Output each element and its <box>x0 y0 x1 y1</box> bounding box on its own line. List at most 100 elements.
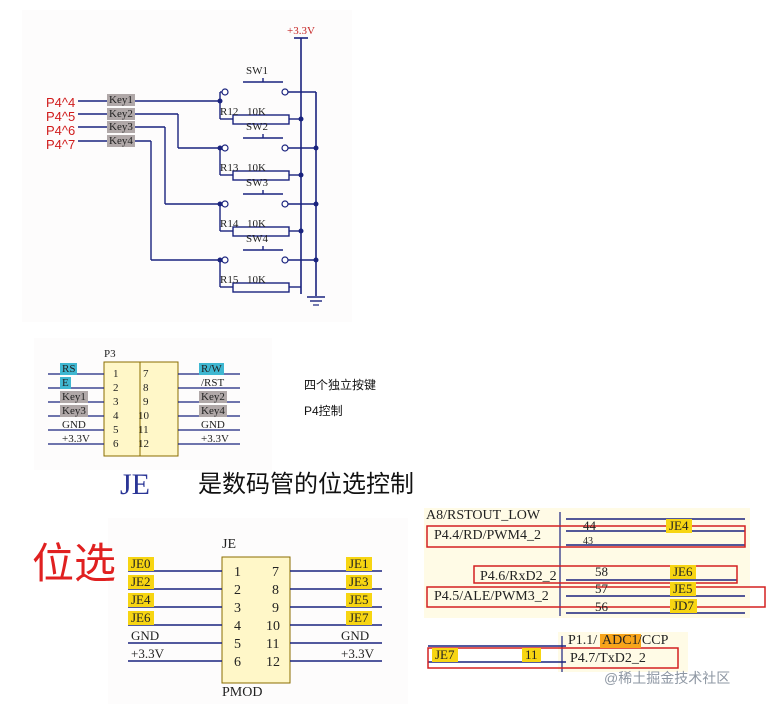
mcu-row1-pin: 44 <box>583 518 596 533</box>
p3-left-key3: Key3 <box>60 405 88 417</box>
r15-ref: R15 <box>220 274 239 286</box>
je-pin-8: 8 <box>272 583 279 598</box>
je-left-je4: JE4 <box>128 593 154 607</box>
p3-left-key1: Key1 <box>60 391 88 403</box>
mcu-row2-pin: 58 <box>595 564 608 579</box>
r14-value: 10K <box>247 218 266 230</box>
mcu-wires <box>428 518 745 663</box>
je-pin-2: 2 <box>234 583 241 598</box>
je-pin-11: 11 <box>266 637 280 652</box>
p3-pin-3: 3 <box>113 396 119 408</box>
p3-ref: P3 <box>104 348 116 360</box>
mcu-row1-signal: P4.4/RD/PWM4_2 <box>434 528 541 543</box>
p3-pin-1: 1 <box>113 368 119 380</box>
je-right-je3: JE3 <box>346 575 372 589</box>
sw2-label: SW2 <box>246 121 268 133</box>
je-pin-5: 5 <box>234 637 241 652</box>
je-right-vcc: +3.3V <box>341 646 374 661</box>
je-right-je5: JE5 <box>346 593 372 607</box>
je-left-je6: JE6 <box>128 611 154 625</box>
je-pin-4: 4 <box>234 619 241 634</box>
key3-net-label: Key3 <box>107 121 135 133</box>
junction-dots <box>217 98 319 263</box>
p3-right-vcc: +3.3V <box>201 433 229 445</box>
key1-net-label: Key1 <box>107 94 135 106</box>
mcu-row0-signal: A8/RSTOUT_LOW <box>426 508 541 523</box>
r13-value: 10K <box>247 162 266 174</box>
note-p4-control: P4控制 <box>304 404 343 418</box>
mcu-row5-signal-a: P1.1/ <box>568 633 598 648</box>
p3-pin-11: 11 <box>138 424 149 436</box>
p3-right-rw: R/W <box>199 363 224 375</box>
highlight-boxes <box>426 525 766 669</box>
mcu-row5-signal-c: /CCP <box>638 633 669 648</box>
je-caption-label: JE <box>120 468 150 501</box>
top-schematic-panel <box>22 10 352 322</box>
je-pin-10: 10 <box>266 619 280 634</box>
mcu-row4-pin: 56 <box>595 599 608 614</box>
watermark-text: @稀土掘金技术社区 <box>604 670 731 686</box>
vcc-label: +3.3V <box>287 25 315 37</box>
p3-pin-10: 10 <box>138 410 149 422</box>
p3-left-gnd: GND <box>62 419 86 431</box>
je-left-je2: JE2 <box>128 575 154 589</box>
je-right-je1: JE1 <box>346 557 372 571</box>
sw4-label: SW4 <box>246 233 268 245</box>
p3-pin-12: 12 <box>138 438 149 450</box>
je-caption-text: 是数码管的位选控制 <box>198 471 414 498</box>
p3-pin-4: 4 <box>113 410 119 422</box>
mcu-row2-net: JE6 <box>670 565 696 579</box>
key2-net-label: Key2 <box>107 108 135 120</box>
p3-pin-9: 9 <box>143 396 149 408</box>
je-left-gnd: GND <box>131 628 160 643</box>
p3-pin-7: 7 <box>143 368 149 380</box>
p3-body <box>103 361 143 457</box>
p3-left-vcc: +3.3V <box>62 433 90 445</box>
je-right-je7: JE7 <box>346 611 372 625</box>
mcu-row5-adc: ADC1 <box>600 633 641 648</box>
port-label-p46: P4^6 <box>46 123 76 138</box>
p3-right-rst: /RST <box>201 377 225 389</box>
je-pin-6: 6 <box>234 655 241 670</box>
r14-ref: R14 <box>220 218 239 230</box>
mcu-row3-signal: P4.5/ALE/PWM3_2 <box>434 589 549 604</box>
port-label-p44: P4^4 <box>46 95 76 110</box>
je-wires <box>128 570 382 662</box>
je-right-gnd: GND <box>341 628 370 643</box>
je-pin-3: 3 <box>234 601 241 616</box>
je-body <box>221 556 291 684</box>
key4-net-label: Key4 <box>107 135 135 147</box>
p3-right-key4: Key4 <box>199 405 227 417</box>
port-label-p47: P4^7 <box>46 137 76 152</box>
je-left-je0: JE0 <box>128 557 154 571</box>
sw3-label: SW3 <box>246 177 268 189</box>
p3-pin-2: 2 <box>113 382 119 394</box>
mcu-row3-pin: 57 <box>595 581 608 596</box>
p3-right-key2: Key2 <box>199 391 227 403</box>
p3-body-right <box>139 361 179 457</box>
je-pin-7: 7 <box>272 565 279 580</box>
weixuan-label: 位选 <box>32 542 117 588</box>
je-pin-12: 12 <box>266 655 280 670</box>
je-ref: JE <box>222 537 236 552</box>
p3-pin-8: 8 <box>143 382 149 394</box>
mcu-row6-pin: 11 <box>522 648 541 662</box>
mcu-row6-net: JE7 <box>432 648 458 662</box>
r15-value: 10K <box>247 274 266 286</box>
pmod-label: PMOD <box>222 685 263 700</box>
note-four-keys: 四个独立按键 <box>304 378 377 392</box>
r12-ref: R12 <box>220 106 239 118</box>
mcu-row3-net: JE5 <box>670 582 696 596</box>
port-label-p45: P4^5 <box>46 109 76 124</box>
mcu-row6-signal: P4.7/TxD2_2 <box>570 651 646 666</box>
p3-left-rs: RS <box>60 363 78 375</box>
p3-pin-6: 6 <box>113 438 119 450</box>
p3-right-gnd: GND <box>201 419 225 431</box>
p3-left-e: E <box>60 377 71 389</box>
mcu-row1-below-pin: 43 <box>583 536 593 547</box>
p3-pin-5: 5 <box>113 424 119 436</box>
r12-value: 10K <box>247 106 266 118</box>
mcu-row2-signal: P4.6/RxD2_2 <box>480 569 557 584</box>
je-left-vcc: +3.3V <box>131 646 164 661</box>
